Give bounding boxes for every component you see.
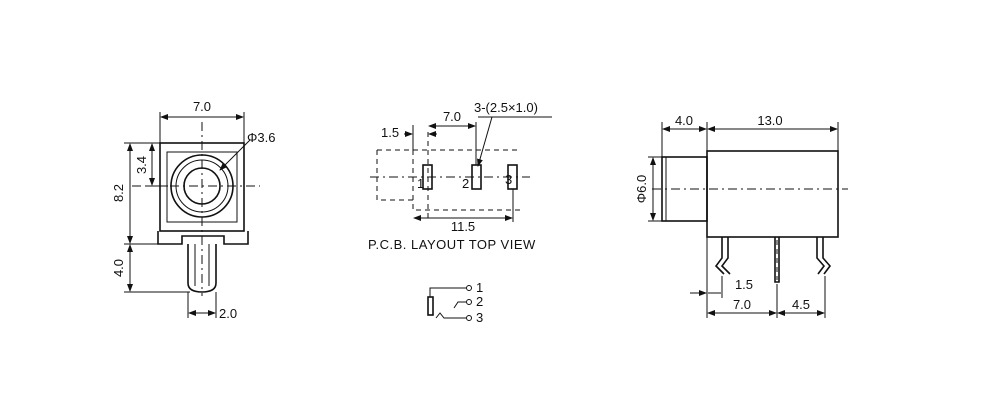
dim-hole-label: Φ3.6 (247, 130, 275, 145)
pcb-outline (376, 149, 521, 211)
dim-pcb-spacing-label: 7.0 (443, 109, 461, 124)
slot-leader (477, 116, 493, 167)
dim-width-label: 7.0 (193, 99, 211, 114)
front-flange (157, 231, 249, 245)
dim-side-spacing-a-label: 7.0 (733, 297, 751, 312)
schematic-line-1 (429, 287, 466, 297)
dim-pcb-offset-label: 1.5 (381, 125, 399, 140)
hole-leader (219, 139, 251, 171)
dim-side-body-label: 13.0 (757, 113, 782, 128)
dim-height-label: 8.2 (111, 184, 126, 202)
terminal-label-1: 1 (476, 280, 483, 295)
dim-pcb-total-label: 11.5 (451, 219, 475, 234)
dim-side-offset-label: 1.5 (735, 277, 753, 292)
dim-upper-label: 3.4 (134, 156, 149, 174)
dim-side-dia-label: Φ6.0 (634, 175, 649, 203)
terminal-label-2: 2 (476, 294, 483, 309)
dim-side-spacing-b-label: 4.5 (792, 297, 810, 312)
terminal-label-3: 3 (476, 310, 483, 325)
side-pin-2 (774, 237, 780, 283)
dim-pin-width-label: 2.0 (219, 306, 237, 321)
dim-pin-length-label: 4.0 (111, 259, 126, 277)
schematic-symbol: 1 2 3 (427, 280, 483, 325)
schematic-line-3 (435, 312, 466, 319)
dim-side-front-label: 4.0 (675, 113, 693, 128)
side-view: 4.0 13.0 Φ6.0 1.5 7.0 4.5 (634, 113, 848, 318)
dim-slot-label: 3-(2.5×1.0) (474, 100, 538, 115)
pcb-caption: P.C.B. LAYOUT TOP VIEW (368, 237, 536, 252)
side-pin-1 (714, 237, 731, 275)
pcb-slot-1 (422, 164, 433, 190)
pcb-pin-label-2: 2 (462, 176, 469, 191)
terminal-1 (466, 285, 472, 291)
terminal-3 (466, 315, 472, 321)
schematic-line-2 (453, 301, 466, 309)
front-pin (187, 244, 217, 293)
pcb-pin-label-1: 1 (417, 176, 424, 191)
front-view: 7.0 Φ3.6 8.2 3.4 4.0 2.0 (111, 99, 275, 321)
side-pin-3 (816, 237, 832, 275)
pcb-layout: 1 2 3 1.5 7.0 3-(2.5×1.0) 11.5 P.C.B. LA… (368, 100, 552, 252)
side-body (706, 150, 839, 238)
terminal-2 (466, 299, 472, 305)
schematic-sleeve (427, 296, 434, 316)
pcb-pin-label-3: 3 (505, 172, 512, 187)
